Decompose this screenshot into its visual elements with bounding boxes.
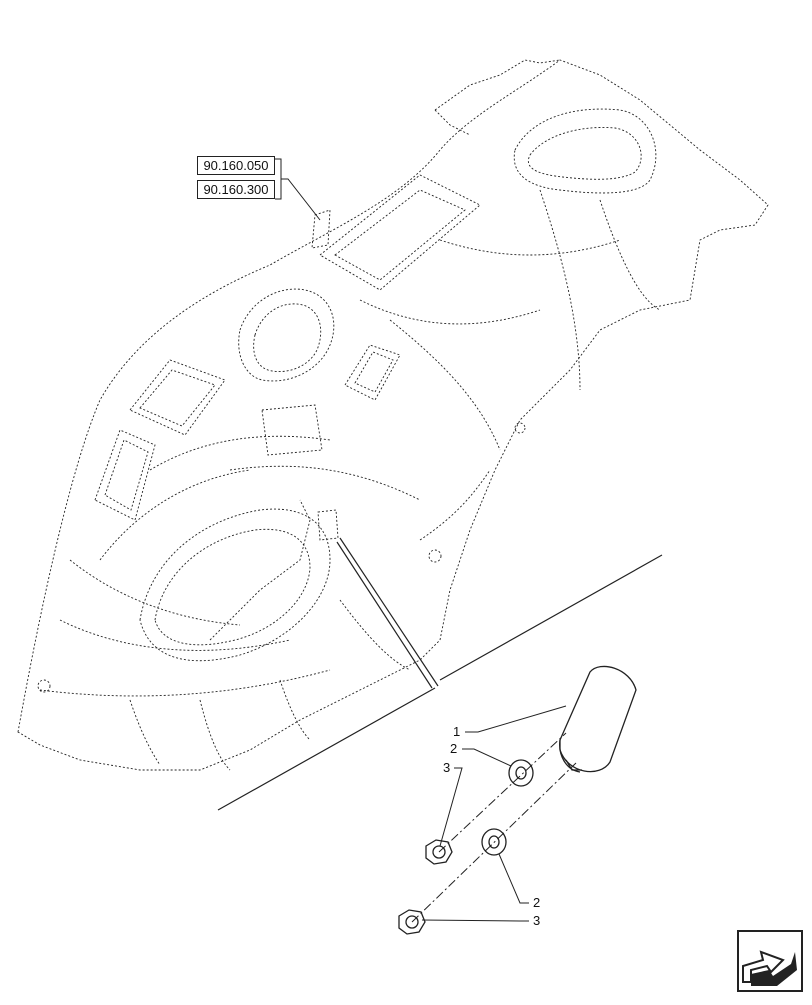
callout-2: 2 xyxy=(450,741,458,756)
leader-lines xyxy=(421,705,567,922)
dashboard-outline xyxy=(17,59,769,771)
dashboard-details xyxy=(37,209,526,693)
detail-divider-top xyxy=(439,554,663,681)
next-page-arrow-icon[interactable] xyxy=(737,930,803,992)
reference-code-box[interactable]: 90.160.050 xyxy=(197,156,275,175)
callout-3: 3 xyxy=(533,913,541,928)
reference-bracket xyxy=(275,158,321,221)
assembly-axes xyxy=(411,732,577,923)
detail-pointer-line-b xyxy=(336,541,433,689)
part-1-pad xyxy=(559,665,637,773)
detail-pointer-line-a xyxy=(339,537,439,687)
callout-1: 1 xyxy=(453,724,461,739)
part-2-washers xyxy=(481,759,534,856)
callout-2: 2 xyxy=(533,895,541,910)
reference-code-box[interactable]: 90.160.300 xyxy=(197,180,275,199)
detail-divider-bottom xyxy=(217,687,436,811)
callout-3: 3 xyxy=(443,760,451,775)
